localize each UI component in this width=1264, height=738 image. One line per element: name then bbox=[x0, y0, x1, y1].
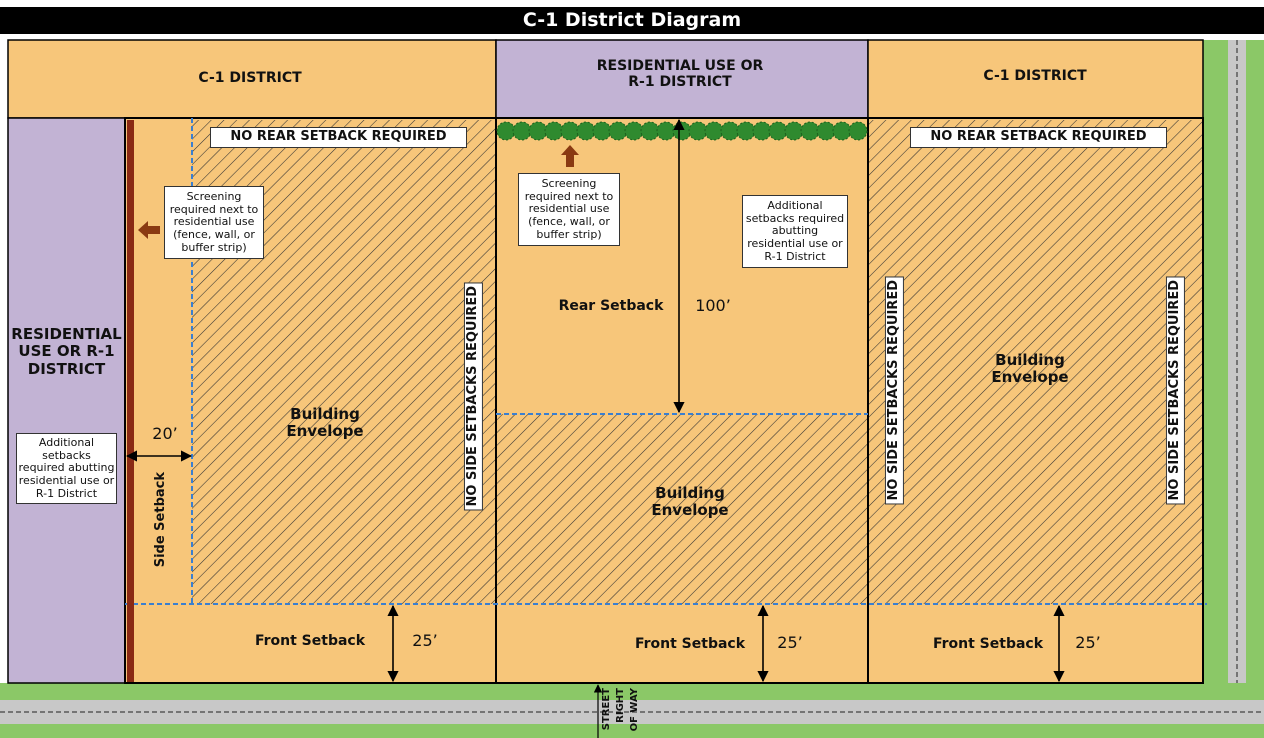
hedge-shrub bbox=[624, 121, 644, 141]
hedge-shrub bbox=[544, 121, 564, 141]
hedge-shrub bbox=[496, 121, 516, 141]
screening-pointer-left-icon bbox=[138, 221, 160, 239]
rear-note-right: NO REAR SETBACK REQUIRED bbox=[910, 127, 1167, 148]
hedge-shrub bbox=[832, 121, 852, 141]
hedge-shrub bbox=[704, 121, 724, 141]
envelope-middle-label: Building Envelope bbox=[651, 484, 729, 520]
front-setback-left-label: Front Setback bbox=[254, 633, 366, 649]
additional-setbacks-note: Additional setbacks required abutting re… bbox=[742, 195, 848, 269]
top-parcel-left-label: C-1 DISTRICT bbox=[198, 70, 302, 86]
screening-note-left: Screening required next to residential u… bbox=[164, 186, 264, 260]
screening-note-middle: Screening required next to residential u… bbox=[518, 173, 620, 247]
hedge-shrub bbox=[592, 121, 612, 141]
top-parcel-middle bbox=[495, 39, 869, 119]
hedge-shrub bbox=[784, 121, 804, 141]
hedge-shrub bbox=[848, 121, 868, 141]
envelope-right bbox=[869, 120, 1202, 604]
front-setback-right-dim: 25’ bbox=[1075, 633, 1101, 652]
street-row-line2: RIGHT bbox=[615, 688, 626, 723]
rear-setback-dim: 100’ bbox=[695, 296, 731, 315]
hedge-shrub bbox=[512, 121, 532, 141]
left-strip-label: RESIDENTIAL USE OR R-1 DISTRICT bbox=[11, 325, 122, 378]
hedge-shrub bbox=[576, 121, 596, 141]
top-parcel-middle-label: RESIDENTIAL USE OR R-1 DISTRICT bbox=[596, 58, 764, 91]
envelope-left-label: Building Envelope bbox=[286, 405, 364, 441]
hedge-shrub bbox=[672, 121, 692, 141]
hedge-shrub bbox=[608, 121, 628, 141]
top-parcel-left bbox=[7, 39, 497, 119]
left-residential-strip bbox=[7, 117, 126, 684]
hedge-shrub bbox=[800, 121, 820, 141]
hedge-shrub bbox=[528, 121, 548, 141]
front-setback-middle-dim: 25’ bbox=[777, 633, 803, 652]
front-setback-left-dim: 25’ bbox=[412, 631, 438, 650]
hedge-shrub bbox=[752, 121, 772, 141]
rear-setback-label: Rear Setback bbox=[558, 298, 664, 314]
top-parcel-right bbox=[867, 39, 1204, 119]
screening-wall bbox=[127, 120, 134, 682]
hedge-shrub bbox=[640, 121, 660, 141]
hedge-shrub bbox=[736, 121, 756, 141]
no-side-setback-right-a: NO SIDE SETBACKS REQUIRED bbox=[885, 276, 904, 505]
envelope-middle bbox=[497, 414, 867, 604]
screening-hedge bbox=[496, 121, 868, 141]
hedge-shrub bbox=[720, 121, 740, 141]
front-setback-middle-label: Front Setback bbox=[634, 636, 746, 652]
left-strip-note: Additional setbacks required abutting re… bbox=[16, 433, 117, 505]
no-side-setback-left: NO SIDE SETBACKS REQUIRED bbox=[464, 282, 483, 511]
diagram-title: C-1 District Diagram bbox=[0, 7, 1264, 34]
hedge-shrub bbox=[688, 121, 708, 141]
side-setback-dim: 20’ bbox=[152, 424, 178, 443]
side-setback-label: Side Setback bbox=[153, 472, 168, 568]
no-side-setback-right-b: NO SIDE SETBACKS REQUIRED bbox=[1166, 276, 1185, 505]
screening-pointer-up-icon bbox=[561, 145, 579, 167]
top-parcel-right-label: C-1 DISTRICT bbox=[983, 68, 1087, 84]
hedge-shrub bbox=[768, 121, 788, 141]
street-row-line1: STREET bbox=[601, 688, 612, 731]
envelope-right-label: Building Envelope bbox=[991, 351, 1069, 387]
hedge-shrub bbox=[816, 121, 836, 141]
street-row-label: STREET RIGHT OF WAY bbox=[601, 688, 662, 736]
front-setback-right-label: Front Setback bbox=[932, 636, 1044, 652]
street-row-line3: OF WAY bbox=[629, 688, 640, 732]
hedge-shrub bbox=[560, 121, 580, 141]
hedge-shrub bbox=[656, 121, 676, 141]
rear-note-left: NO REAR SETBACK REQUIRED bbox=[210, 127, 467, 148]
